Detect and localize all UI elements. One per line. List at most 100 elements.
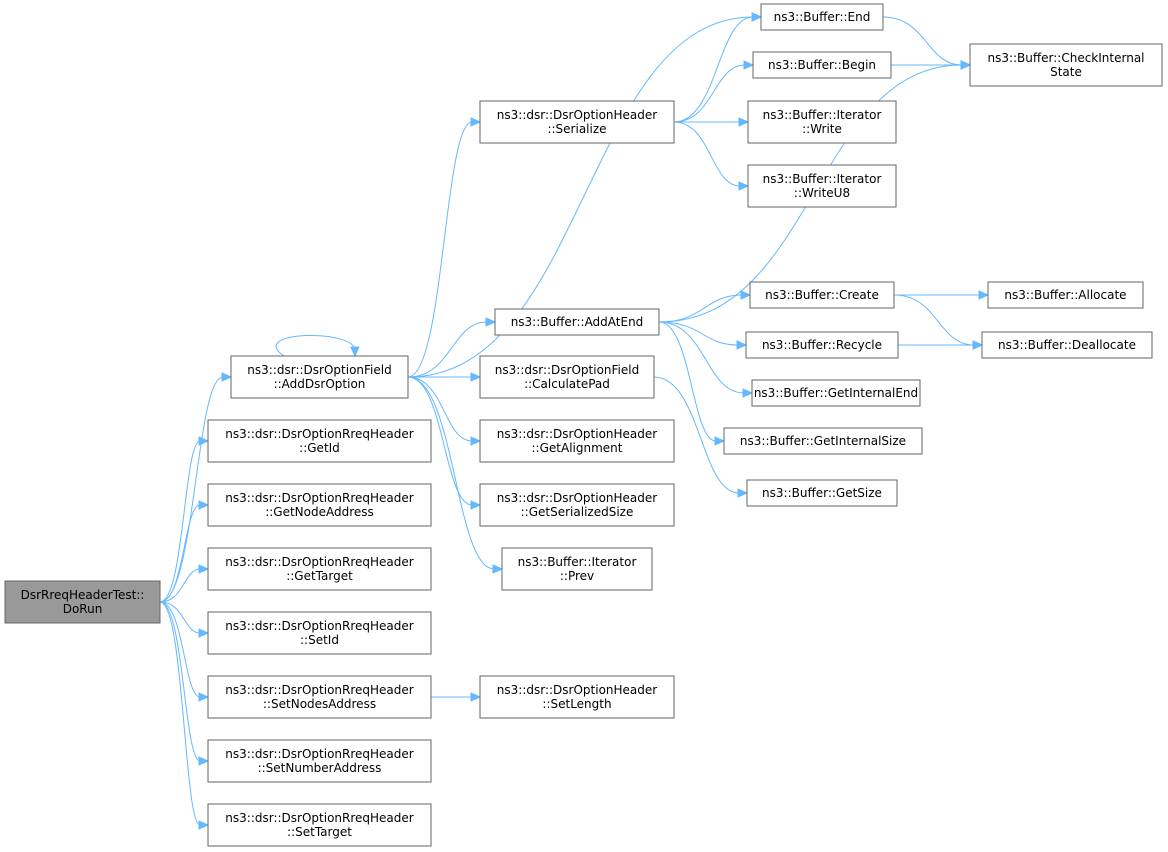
node-box [207, 419, 432, 463]
node-box [230, 355, 409, 399]
node-gettarget[interactable]: ns3::dsr::DsrOptionRreqHeader::GetTarget [207, 547, 432, 591]
node-box [987, 281, 1144, 309]
node-end[interactable]: ns3::Buffer::End [760, 3, 884, 31]
edge-addatend-to-getinternalend [658, 321, 754, 398]
node-addatend[interactable]: ns3::Buffer::AddAtEnd [494, 308, 660, 336]
node-recycle[interactable]: ns3::Buffer::Recycle [745, 331, 899, 359]
node-label: ns3::Buffer::Begin [768, 58, 876, 72]
node-label: ns3::Buffer::Recycle [762, 338, 882, 352]
node-write[interactable]: ns3::Buffer::Iterator::Write [747, 100, 897, 144]
edge-setnodesaddr-to-setlength [430, 692, 482, 702]
node-label: ns3::Buffer::Allocate [1004, 288, 1126, 302]
edge-adddsr-to-getsersize [407, 376, 482, 510]
node-label: ns3::dsr::DsrOptionRreqHeader::SetTarget [225, 811, 413, 839]
node-label: DsrRreqHeaderTest::DoRun [21, 588, 145, 616]
node-root[interactable]: DsrRreqHeaderTest::DoRun [4, 580, 161, 624]
node-label: ns3::dsr::DsrOptionHeader::GetAlignment [497, 427, 657, 455]
node-setnodesaddr[interactable]: ns3::dsr::DsrOptionRreqHeader::SetNodesA… [207, 675, 432, 719]
node-box [207, 739, 432, 783]
node-box [207, 675, 432, 719]
node-label: ns3::dsr::DsrOptionHeader::GetSerialized… [497, 491, 657, 519]
edge-addatend-to-create [658, 290, 752, 323]
edge-adddsr-to-calcpad [408, 372, 482, 382]
node-label: ns3::dsr::DsrOptionHeader::Serialize [497, 108, 657, 136]
node-serialize[interactable]: ns3::dsr::DsrOptionHeader::Serialize [479, 100, 675, 144]
node-begin[interactable]: ns3::Buffer::Begin [752, 51, 892, 79]
node-box [981, 331, 1153, 359]
node-getinternalsize[interactable]: ns3::Buffer::GetInternalSize [723, 427, 923, 455]
node-getnodeaddr[interactable]: ns3::dsr::DsrOptionRreqHeader::GetNodeAd… [207, 483, 432, 527]
node-setnumaddr[interactable]: ns3::dsr::DsrOptionRreqHeader::SetNumber… [207, 739, 432, 783]
node-box [746, 479, 898, 507]
edge-root-to-getnodeaddr [159, 500, 210, 603]
node-label: ns3::dsr::DsrOptionRreqHeader::GetId [225, 427, 413, 455]
edge-addatend-to-recycle [658, 321, 748, 350]
node-box [494, 308, 660, 336]
node-deallocate[interactable]: ns3::Buffer::Deallocate [981, 331, 1153, 359]
edge-root-to-setid [159, 601, 210, 638]
node-prev[interactable]: ns3::Buffer::Iterator::Prev [501, 547, 653, 591]
edge-root-to-settarget [159, 601, 210, 830]
node-box [752, 51, 892, 79]
node-label: ns3::dsr::DsrOptionField::CalculatePad [495, 363, 639, 391]
node-box [760, 3, 884, 31]
edge-root-to-getid [159, 436, 210, 603]
edge-create-to-allocate [894, 290, 990, 300]
node-setlength[interactable]: ns3::dsr::DsrOptionHeader::SetLength [479, 675, 675, 719]
edge-serialize-to-write [674, 117, 750, 127]
node-setid[interactable]: ns3::dsr::DsrOptionRreqHeader::SetId [207, 611, 432, 655]
node-label: ns3::dsr::DsrOptionField::AddDsrOption [247, 363, 391, 391]
node-box [969, 43, 1163, 87]
node-box [207, 803, 432, 847]
node-label: ns3::Buffer::AddAtEnd [511, 315, 644, 329]
edge-layer [159, 12, 990, 830]
node-getinternalend[interactable]: ns3::Buffer::GetInternalEnd [751, 379, 921, 407]
node-box [479, 100, 675, 144]
node-box [501, 547, 653, 591]
node-label: ns3::Buffer::Iterator::WriteU8 [763, 172, 882, 200]
node-calcpad[interactable]: ns3::dsr::DsrOptionField::CalculatePad [479, 355, 655, 399]
node-label: ns3::dsr::DsrOptionRreqHeader::SetNodesA… [225, 683, 413, 711]
node-label: ns3::Buffer::GetSize [762, 486, 882, 500]
node-box [751, 379, 921, 407]
node-getsersize[interactable]: ns3::dsr::DsrOptionHeader::GetSerialized… [479, 483, 675, 527]
node-box [479, 675, 675, 719]
edge-serialize-to-begin [673, 60, 755, 123]
node-label: ns3::dsr::DsrOptionHeader::SetLength [497, 683, 657, 711]
edge-serialize-to-end [673, 12, 763, 123]
node-adddsr[interactable]: ns3::dsr::DsrOptionField::AddDsrOption [230, 355, 409, 399]
node-getid[interactable]: ns3::dsr::DsrOptionRreqHeader::GetId [207, 419, 432, 463]
node-label: ns3::Buffer::GetInternalEnd [754, 386, 918, 400]
node-box [4, 580, 161, 624]
node-label: ns3::dsr::DsrOptionRreqHeader::GetTarget [225, 555, 413, 583]
node-box [479, 419, 675, 463]
edge-end-to-checkinternal [882, 16, 972, 70]
edge-root-to-setnodesaddr [159, 601, 210, 702]
node-allocate[interactable]: ns3::Buffer::Allocate [987, 281, 1144, 309]
edge-create-to-deallocate [893, 294, 984, 350]
edge-recycle-to-deallocate [897, 340, 984, 350]
edge-root-to-setnumaddr [159, 601, 210, 766]
node-create[interactable]: ns3::Buffer::Create [749, 281, 895, 309]
node-getsize[interactable]: ns3::Buffer::GetSize [746, 479, 898, 507]
node-settarget[interactable]: ns3::dsr::DsrOptionRreqHeader::SetTarget [207, 803, 432, 847]
node-label: ns3::Buffer::GetInternalSize [740, 434, 906, 448]
node-getalign[interactable]: ns3::dsr::DsrOptionHeader::GetAlignment [479, 419, 675, 463]
node-writeu8[interactable]: ns3::Buffer::Iterator::WriteU8 [747, 164, 897, 208]
node-label: ns3::Buffer::Iterator::Write [763, 108, 882, 136]
node-box [747, 100, 897, 144]
edge-adddsr-to-adddsr [275, 334, 360, 358]
node-box [723, 427, 923, 455]
node-box [749, 281, 895, 309]
edge-serialize-to-writeu8 [673, 121, 750, 191]
node-label: ns3::dsr::DsrOptionRreqHeader::SetId [225, 619, 413, 647]
node-box [207, 483, 432, 527]
edge-adddsr-to-getalign [407, 376, 482, 446]
edge-calcpad-to-getsize [653, 376, 749, 498]
node-label: ns3::Buffer::Iterator::Prev [518, 555, 637, 583]
node-label: ns3::dsr::DsrOptionRreqHeader::SetNumber… [225, 747, 413, 775]
edge-adddsr-to-serialize [407, 117, 482, 378]
node-label: ns3::dsr::DsrOptionRreqHeader::GetNodeAd… [225, 491, 413, 519]
